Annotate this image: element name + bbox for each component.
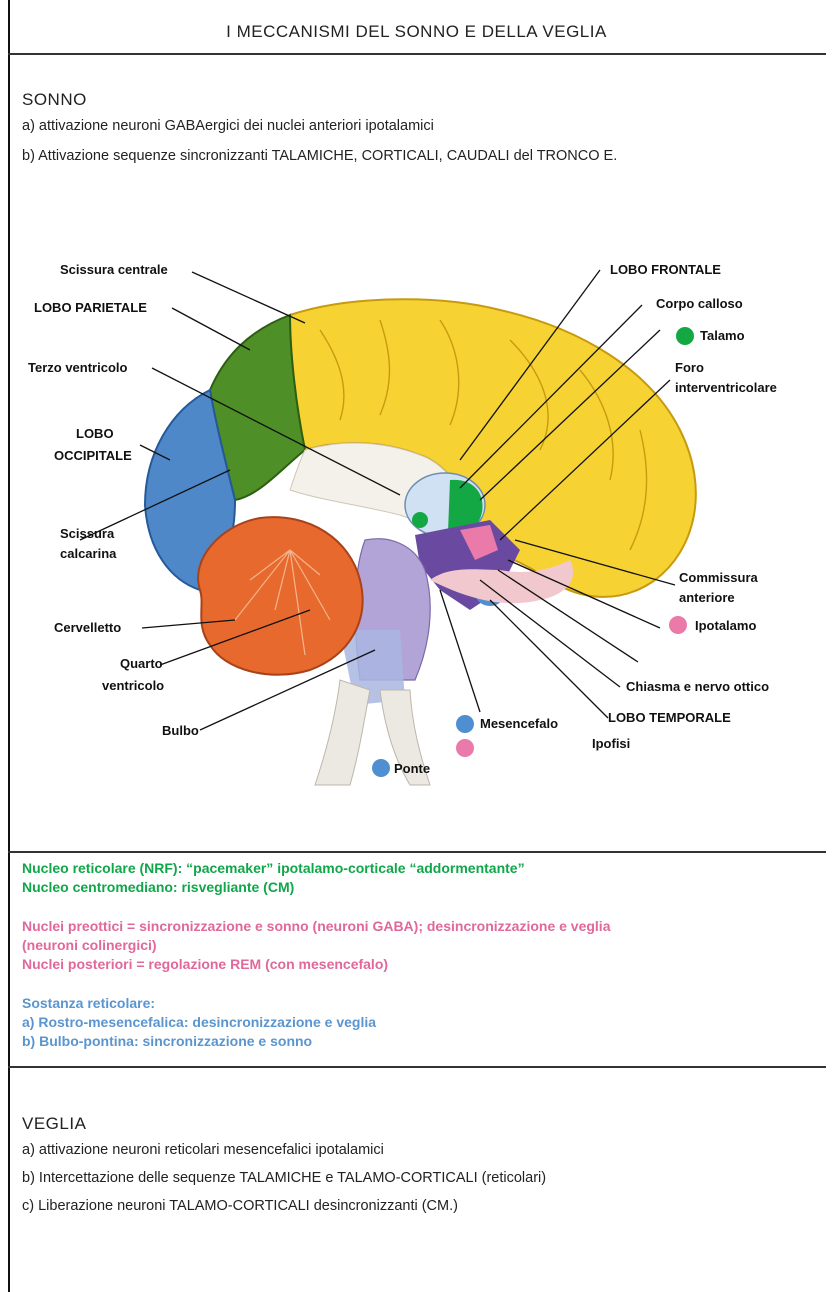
- label-ipotalamo: Ipotalamo: [695, 618, 756, 633]
- note-pink-3: Nuclei posteriori = regolazione REM (con…: [22, 956, 388, 972]
- label-scissura-calcarina-1: Scissura: [60, 526, 115, 541]
- label-ponte: Ponte: [394, 761, 430, 776]
- label-commissura-1: Commissura: [679, 570, 759, 585]
- brain-diagram: Scissura centrale LOBO PARIETALE Terzo v…: [20, 250, 825, 790]
- sonno-heading: SONNO: [22, 90, 87, 110]
- label-ipofisi: Ipofisi: [592, 736, 630, 751]
- sonno-line-a: a) attivazione neuroni GABAergici dei nu…: [22, 118, 434, 134]
- page-title: I MECCANISMI DEL SONNO E DELLA VEGLIA: [0, 22, 833, 42]
- mesencefalo-pink-dot: [456, 739, 474, 757]
- veglia-line-a: a) attivazione neuroni reticolari mesenc…: [22, 1142, 384, 1158]
- note-pink-1: Nuclei preottici = sincronizzazione e so…: [22, 918, 611, 934]
- ponte-dot: [372, 759, 390, 777]
- veglia-heading: VEGLIA: [22, 1114, 86, 1134]
- label-foro-1: Foro: [675, 360, 704, 375]
- label-terzo-ventricolo: Terzo ventricolo: [28, 360, 128, 375]
- mesencefalo-blue-dot: [456, 715, 474, 733]
- notes-bottom-divider: [8, 1066, 826, 1068]
- note-blue-1: Sostanza reticolare:: [22, 995, 155, 1011]
- label-quarto-ventricolo-1: Quarto: [120, 656, 163, 671]
- label-lobo-occipitale-2: OCCIPITALE: [54, 448, 132, 463]
- label-lobo-parietale: LOBO PARIETALE: [34, 300, 147, 315]
- veglia-line-b: b) Intercettazione delle sequenze TALAMI…: [22, 1170, 546, 1186]
- label-lobo-temporale: LOBO TEMPORALE: [608, 710, 731, 725]
- label-chiasma: Chiasma e nervo ottico: [626, 679, 769, 694]
- note-green-2: Nucleo centromediano: risvegliante (CM): [22, 879, 294, 895]
- label-scissura-centrale: Scissura centrale: [60, 262, 168, 277]
- note-blue-3: b) Bulbo-pontina: sincronizzazione e son…: [22, 1033, 312, 1049]
- sonno-line-b: b) Attivazione sequenze sincronizzanti T…: [22, 148, 617, 164]
- notes-top-divider: [8, 851, 826, 853]
- label-corpo-calloso: Corpo calloso: [656, 296, 743, 311]
- label-quarto-ventricolo-2: ventricolo: [102, 678, 164, 693]
- label-lobo-occipitale-1: LOBO: [76, 426, 114, 441]
- label-lobo-frontale: LOBO FRONTALE: [610, 262, 721, 277]
- label-cervelletto: Cervelletto: [54, 620, 121, 635]
- cerebellum-shape: [198, 517, 362, 674]
- note-green-1: Nucleo reticolare (NRF): “pacemaker” ipo…: [22, 860, 525, 876]
- label-talamo: Talamo: [700, 328, 745, 343]
- page-left-border: [8, 0, 10, 1292]
- thalamus-small-dot: [412, 512, 428, 528]
- label-bulbo: Bulbo: [162, 723, 199, 738]
- veglia-line-c: c) Liberazione neuroni TALAMO-CORTICALI …: [22, 1198, 458, 1214]
- note-pink-2: (neuroni colinergici): [22, 937, 157, 953]
- label-commissura-2: anteriore: [679, 590, 735, 605]
- label-foro-2: interventricolare: [675, 380, 777, 395]
- label-mesencefalo: Mesencefalo: [480, 716, 558, 731]
- talamo-dot: [676, 327, 694, 345]
- ipotalamo-dot: [669, 616, 687, 634]
- title-divider: [8, 53, 826, 55]
- note-blue-2: a) Rostro-mesencefalica: desincronizzazi…: [22, 1014, 376, 1030]
- label-scissura-calcarina-2: calcarina: [60, 546, 117, 561]
- spinal-cord-shape: [315, 680, 370, 785]
